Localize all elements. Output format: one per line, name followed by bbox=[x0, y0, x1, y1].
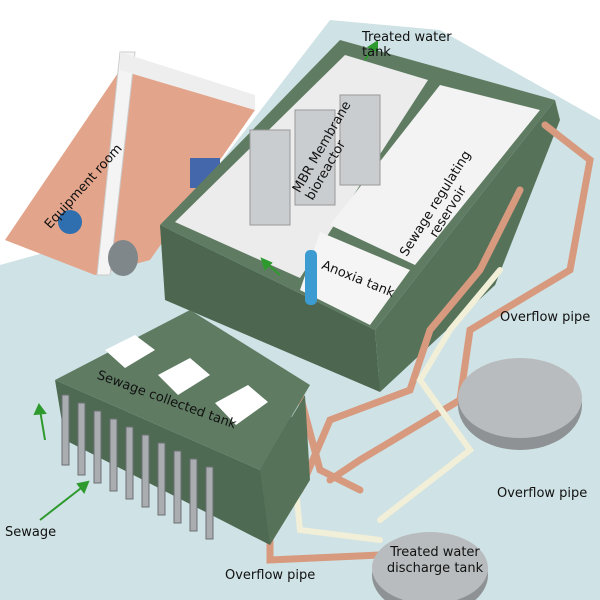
collected-tank-right bbox=[260, 395, 310, 545]
discharge-tank bbox=[372, 532, 488, 600]
label-overflow-pipe-2: Overflow pipe bbox=[497, 486, 588, 501]
label-overflow-pipe-3: Overflow pipe bbox=[225, 568, 316, 583]
building-interior-reservoir bbox=[330, 85, 540, 265]
anoxia-pipe bbox=[305, 250, 317, 305]
label-sewage: Sewage bbox=[5, 525, 57, 540]
building-front-wall bbox=[160, 225, 380, 392]
hatches bbox=[105, 335, 268, 425]
label-treated-water-tank: Treated water tank bbox=[362, 30, 452, 60]
label-discharge-tank: Treated water discharge tank bbox=[386, 545, 484, 576]
equipment-tank bbox=[58, 210, 82, 234]
label-overflow-pipe-1: Overflow pipe bbox=[500, 310, 591, 325]
building-interior-anoxia bbox=[300, 232, 410, 325]
equipment-room-wall bbox=[96, 51, 136, 276]
collected-tank-fins bbox=[61, 394, 214, 540]
building-right-wall bbox=[375, 100, 560, 392]
pipes bbox=[266, 121, 594, 564]
equipment-room-back-wall bbox=[120, 52, 255, 110]
equipment-vessel bbox=[108, 240, 138, 276]
flow-arrows bbox=[33, 40, 378, 521]
membrane-modules bbox=[249, 94, 381, 226]
overflow-tank bbox=[458, 358, 582, 438]
